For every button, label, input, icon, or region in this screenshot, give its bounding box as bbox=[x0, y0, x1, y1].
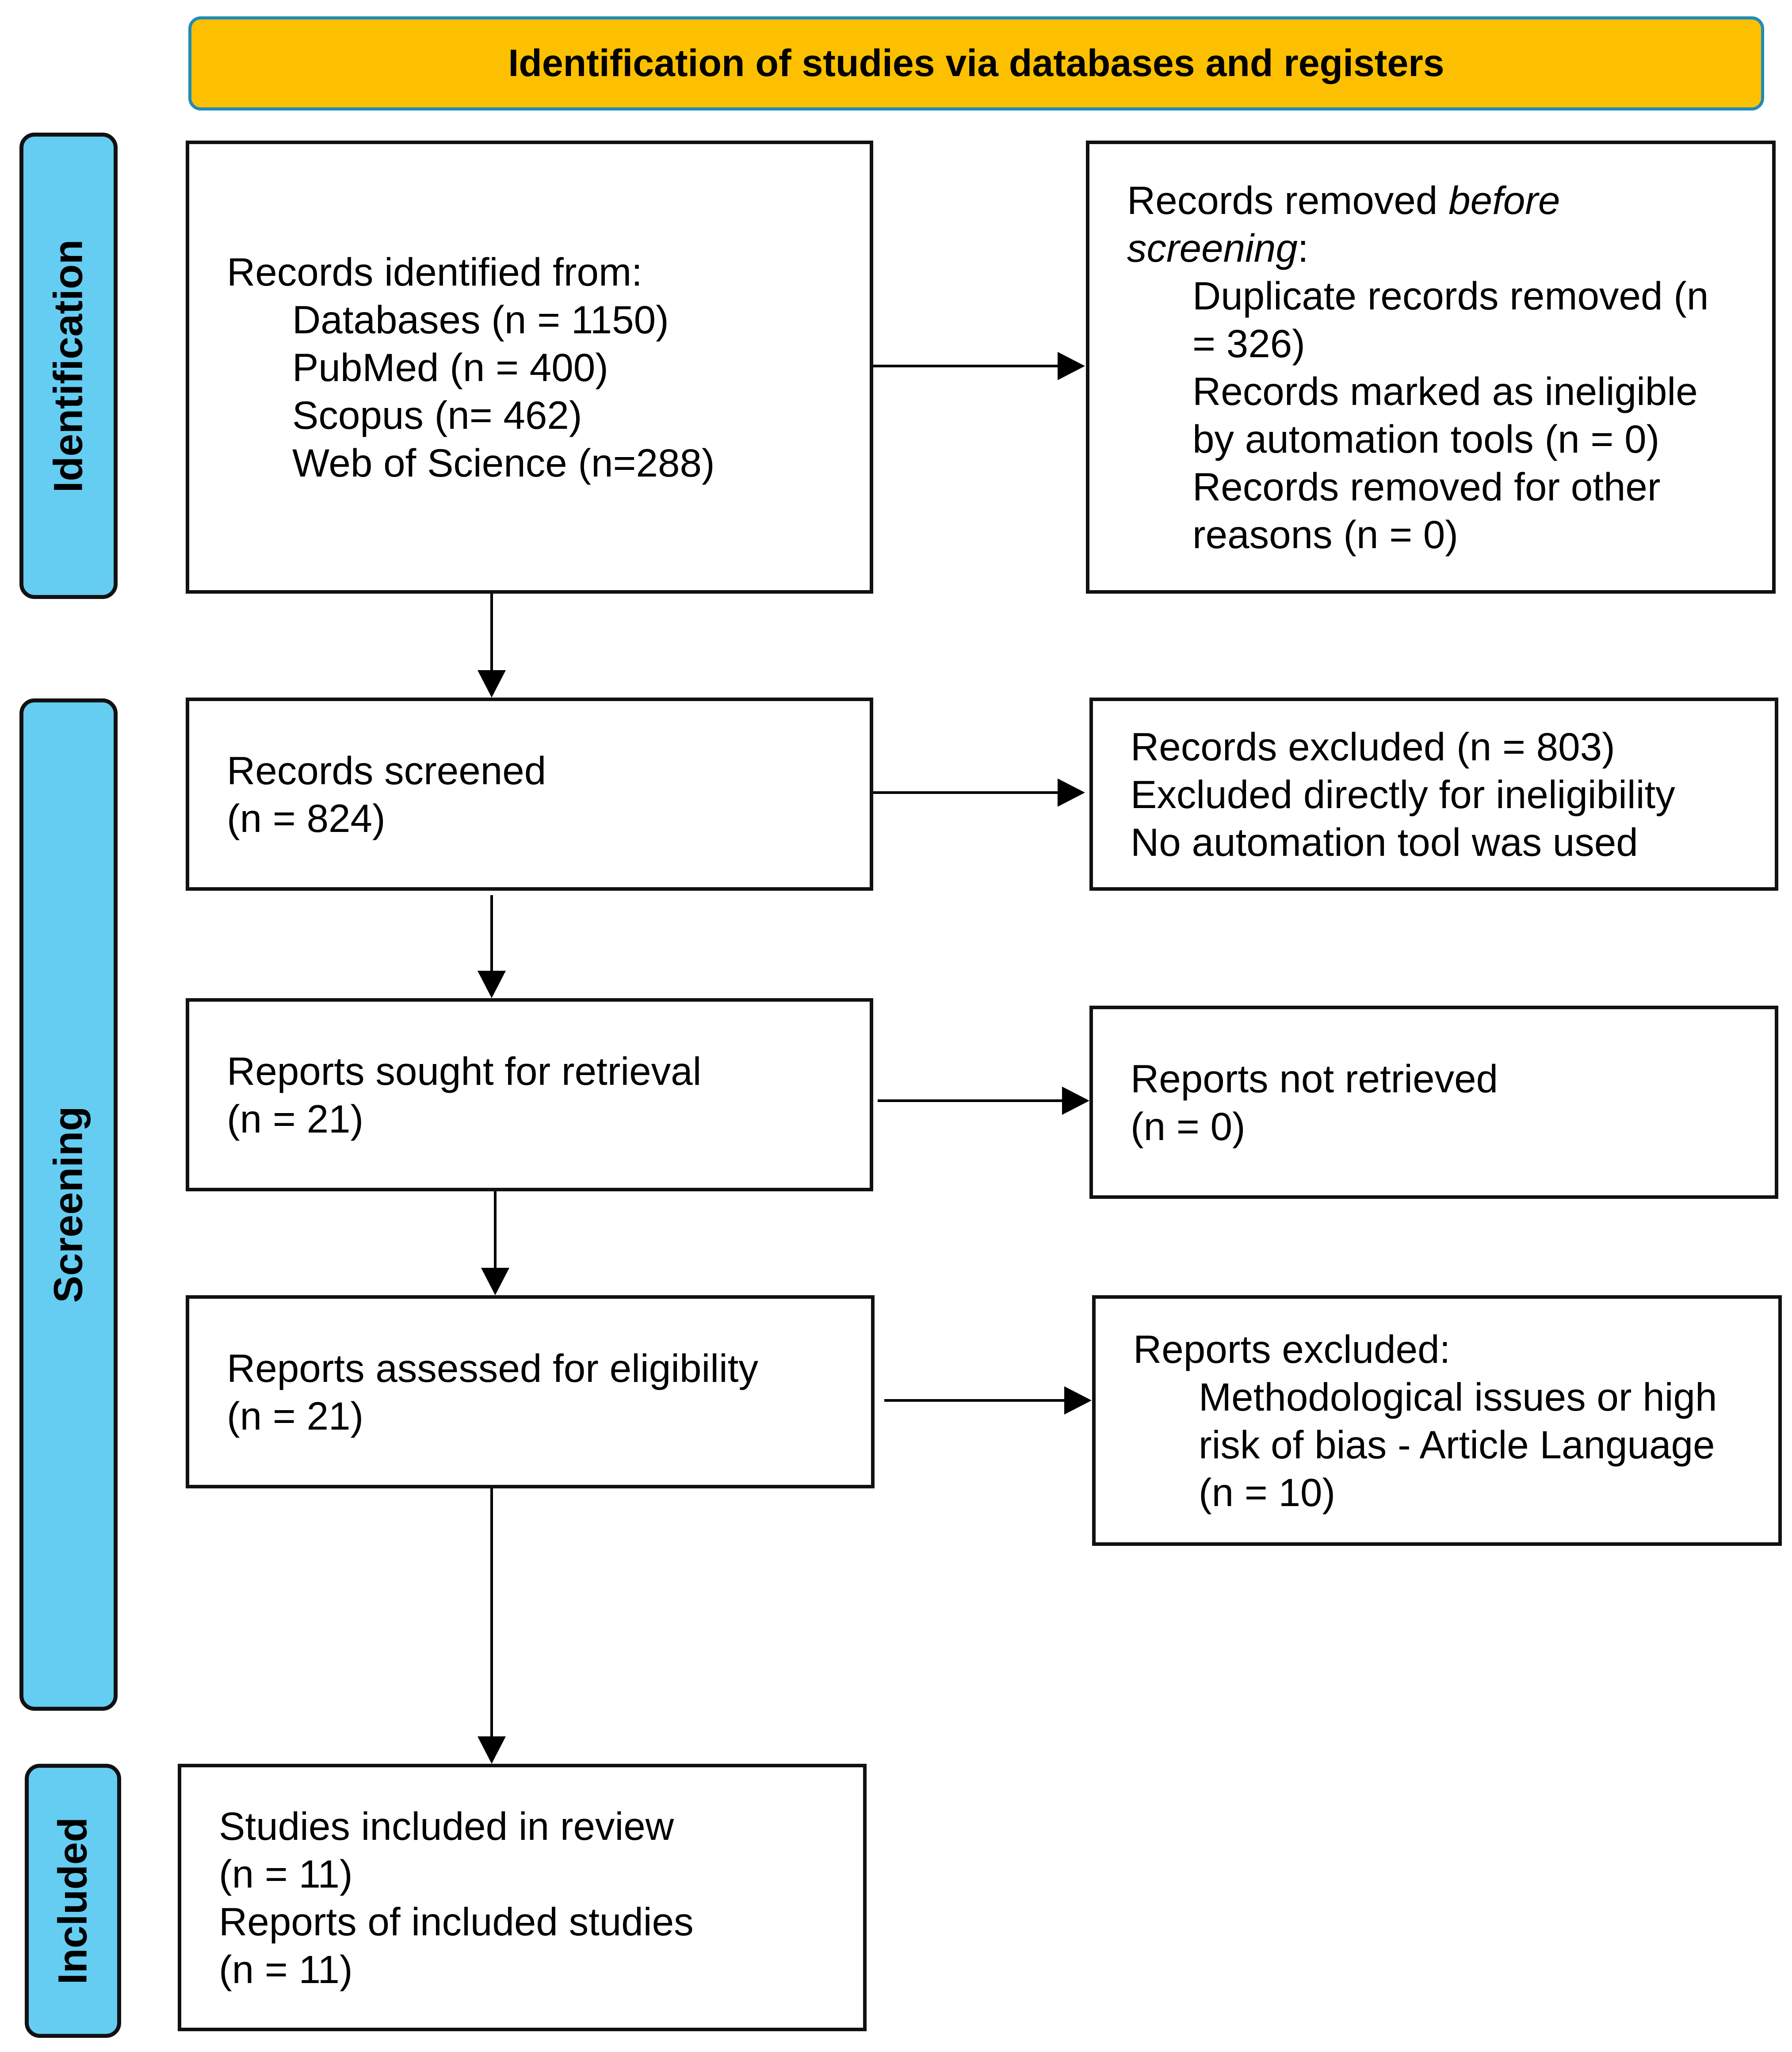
source-web-of-science: Web of Science (n=288) bbox=[292, 440, 715, 485]
records-removed-title: Records removed before bbox=[1127, 178, 1560, 222]
arrow-identified-to-removed bbox=[873, 365, 1059, 367]
source-databases: Databases (n = 1150) bbox=[292, 297, 669, 342]
phase-screening: Screening bbox=[19, 698, 118, 1711]
other-reasons-line1: Records removed for other bbox=[1192, 464, 1661, 509]
duplicate-records-line2: = 326) bbox=[1192, 321, 1305, 366]
records-screened-label: Records screened bbox=[227, 748, 546, 793]
arrowhead-sought-to-not-retrieved bbox=[1062, 1087, 1089, 1115]
reports-sought-label: Reports sought for retrieval bbox=[227, 1049, 702, 1093]
arrowhead-screened-to-excluded bbox=[1058, 778, 1085, 807]
records-excluded-box: Records excluded (n = 803) Excluded dire… bbox=[1089, 698, 1778, 891]
phase-identification-label: Identification bbox=[46, 239, 91, 492]
reports-excluded-count: (n = 10) bbox=[1199, 1470, 1336, 1514]
source-scopus: Scopus (n= 462) bbox=[292, 393, 582, 437]
reports-included-count: (n = 11) bbox=[219, 1947, 353, 1991]
phase-identification: Identification bbox=[19, 133, 118, 599]
arrow-screened-to-excluded bbox=[873, 791, 1059, 794]
phase-included-label: Included bbox=[50, 1817, 96, 1985]
other-reasons-line2: reasons (n = 0) bbox=[1192, 512, 1459, 557]
reports-excluded-box: Reports excluded: Methodological issues … bbox=[1092, 1295, 1782, 1546]
records-screened-box: Records screened (n = 824) bbox=[186, 698, 873, 891]
arrowhead-sought-to-assessed bbox=[481, 1268, 509, 1295]
reports-assessed-count: (n = 21) bbox=[227, 1393, 364, 1438]
reports-not-retrieved-count: (n = 0) bbox=[1131, 1104, 1246, 1148]
ineligible-records-line2: by automation tools (n = 0) bbox=[1192, 416, 1660, 461]
source-pubmed: PubMed (n = 400) bbox=[292, 345, 608, 389]
reports-assessed-box: Reports assessed for eligibility (n = 21… bbox=[186, 1295, 875, 1488]
arrow-identified-to-screened bbox=[490, 594, 493, 672]
reports-excluded-reason-line1: Methodological issues or high bbox=[1199, 1374, 1717, 1419]
records-excluded-reason: Excluded directly for ineligibility bbox=[1131, 772, 1675, 816]
arrowhead-screened-to-sought bbox=[478, 971, 506, 998]
arrowhead-identified-to-screened bbox=[478, 670, 506, 698]
records-excluded-note: No automation tool was used bbox=[1131, 820, 1638, 864]
arrow-assessed-to-included bbox=[490, 1488, 493, 1738]
studies-included-box: Studies included in review (n = 11) Repo… bbox=[178, 1764, 867, 2031]
arrowhead-identified-to-removed bbox=[1058, 352, 1085, 380]
records-removed-title-line2: screening: bbox=[1127, 225, 1309, 270]
duplicate-records-line1: Duplicate records removed (n bbox=[1192, 273, 1709, 318]
records-identified-title: Records identified from: bbox=[227, 249, 642, 294]
records-excluded-count: Records excluded (n = 803) bbox=[1131, 724, 1615, 769]
arrowhead-assessed-to-included bbox=[478, 1736, 506, 1764]
arrowhead-assessed-to-excluded bbox=[1064, 1386, 1092, 1415]
arrow-sought-to-not-retrieved bbox=[878, 1099, 1063, 1102]
studies-included-count: (n = 11) bbox=[219, 1851, 353, 1896]
reports-included-label: Reports of included studies bbox=[219, 1899, 694, 1944]
ineligible-records-line1: Records marked as ineligible bbox=[1192, 369, 1698, 413]
records-identified-box: Records identified from: Databases (n = … bbox=[186, 141, 873, 594]
reports-excluded-reason-line2: risk of bias - Article Language bbox=[1199, 1422, 1715, 1467]
reports-sought-count: (n = 21) bbox=[227, 1096, 364, 1141]
records-screened-count: (n = 824) bbox=[227, 796, 386, 840]
reports-assessed-label: Reports assessed for eligibility bbox=[227, 1346, 759, 1390]
header-title: Identification of studies via databases … bbox=[508, 42, 1444, 84]
reports-sought-box: Reports sought for retrieval (n = 21) bbox=[186, 998, 873, 1191]
arrow-assessed-to-excluded bbox=[884, 1399, 1066, 1402]
phase-screening-label: Screening bbox=[46, 1106, 91, 1303]
records-removed-box: Records removed before screening: Duplic… bbox=[1086, 141, 1776, 594]
studies-included-label: Studies included in review bbox=[219, 1804, 674, 1848]
arrow-sought-to-assessed bbox=[494, 1191, 497, 1270]
phase-included: Included bbox=[25, 1764, 121, 2038]
reports-not-retrieved-label: Reports not retrieved bbox=[1131, 1056, 1498, 1101]
reports-not-retrieved-box: Reports not retrieved (n = 0) bbox=[1089, 1006, 1778, 1199]
header-banner: Identification of studies via databases … bbox=[188, 16, 1764, 111]
reports-excluded-title: Reports excluded: bbox=[1133, 1327, 1451, 1371]
arrow-screened-to-sought bbox=[490, 895, 493, 973]
